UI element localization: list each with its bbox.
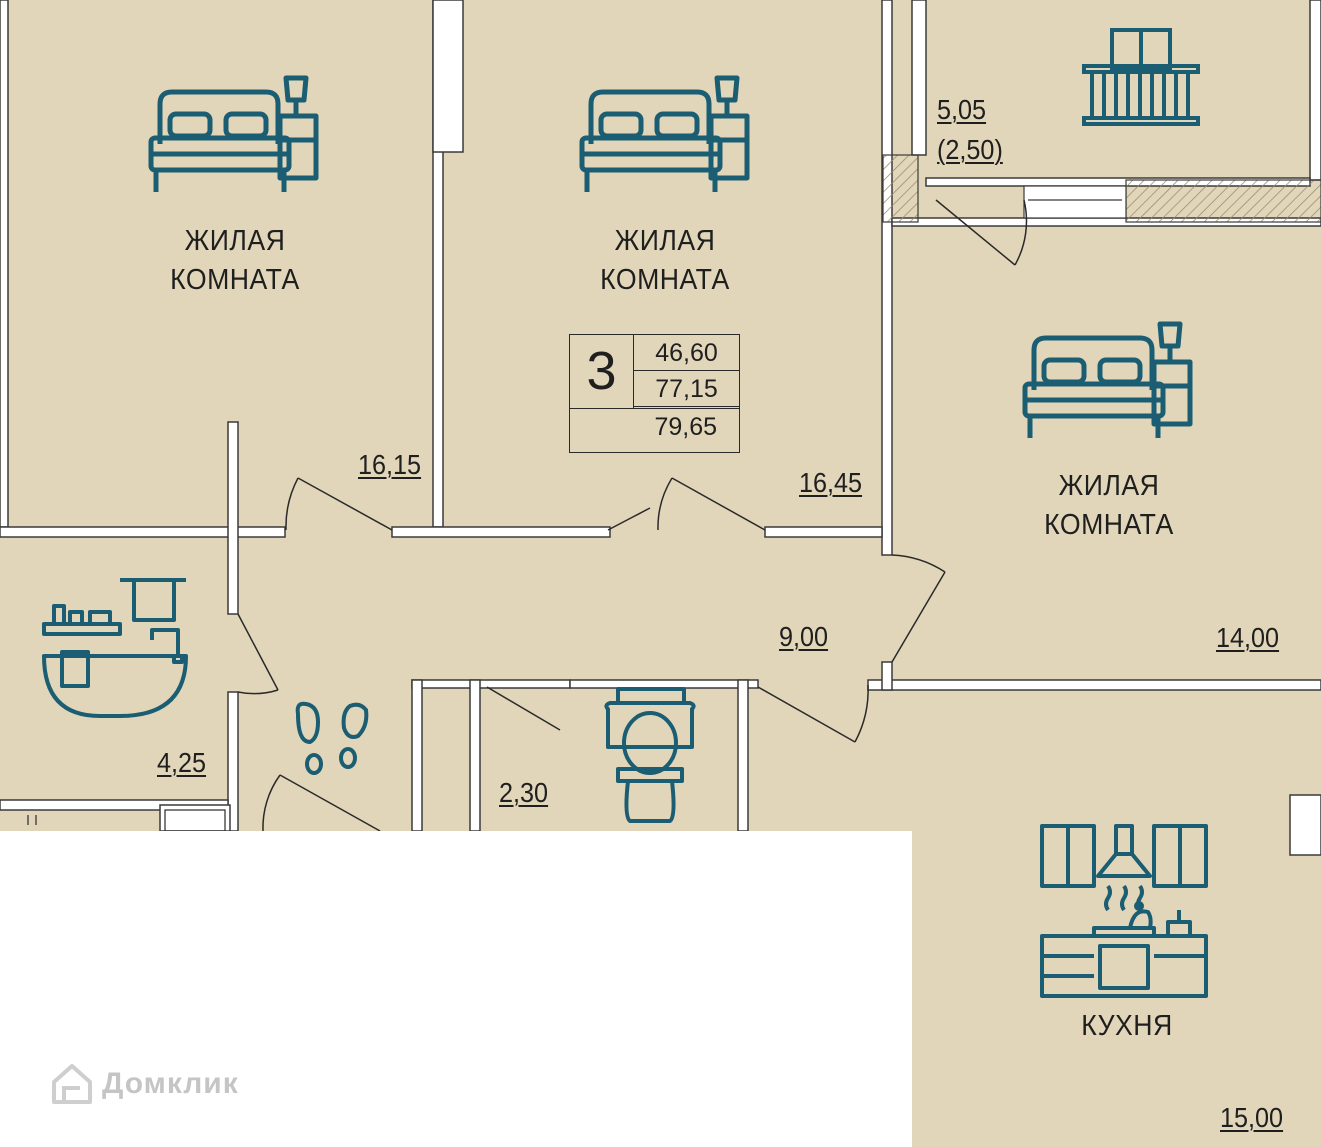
apartment-summary-table: 3 46,60 77,15 79,65 <box>569 334 740 453</box>
bedroom-1-label-line2: КОМНАТА <box>170 264 300 296</box>
bedroom-1-label: ЖИЛАЯ КОМНАТА <box>157 222 313 300</box>
living-area: 46,60 <box>634 335 739 371</box>
bathtub-icon <box>42 578 188 718</box>
kitchen-area: 15,00 <box>1220 1102 1284 1133</box>
bed-icon <box>148 75 319 192</box>
balcony-icon <box>1082 28 1200 126</box>
bedroom-2-label: ЖИЛАЯ КОМНАТА <box>587 222 743 300</box>
bedroom-3-label-line2: КОМНАТА <box>1044 509 1174 541</box>
bedroom-3-label: ЖИЛАЯ КОМНАТА <box>1031 467 1187 545</box>
watermark-text: Домклик <box>102 1067 239 1100</box>
bedroom-2-label-line2: КОМНАТА <box>600 264 730 296</box>
bed-icon <box>1022 321 1193 438</box>
total-area-with-balcony: 79,65 <box>570 408 739 444</box>
bedroom-3-area: 14,00 <box>1216 622 1280 653</box>
bed-icon <box>579 75 750 192</box>
kitchen-icon <box>1040 824 1208 998</box>
kitchen-label: КУХНЯ <box>1067 1007 1187 1046</box>
blank-area <box>0 831 912 1147</box>
toilet-icon <box>604 687 696 823</box>
balcony-area: 5,05 <box>937 94 987 125</box>
bedroom-3-label-line1: ЖИЛАЯ <box>1058 470 1160 502</box>
toilet-area: 2,30 <box>499 777 549 808</box>
watermark: Домклик <box>50 1062 239 1106</box>
footprints-icon <box>295 701 369 775</box>
rooms-count: 3 <box>570 335 634 408</box>
bathroom-area: 4,25 <box>157 747 207 778</box>
bedroom-1-area: 16,15 <box>358 449 422 480</box>
balcony-reduced-area: (2,50) <box>937 134 1003 165</box>
house-logo-icon <box>52 1064 92 1104</box>
total-area: 77,15 <box>634 371 739 407</box>
kitchen-label-text: КУХНЯ <box>1081 1010 1173 1042</box>
bedroom-1-label-line1: ЖИЛАЯ <box>184 225 286 257</box>
bedroom-2-label-line1: ЖИЛАЯ <box>614 225 716 257</box>
hallway-area: 9,00 <box>779 621 829 652</box>
bedroom-2-area: 16,45 <box>799 467 863 498</box>
